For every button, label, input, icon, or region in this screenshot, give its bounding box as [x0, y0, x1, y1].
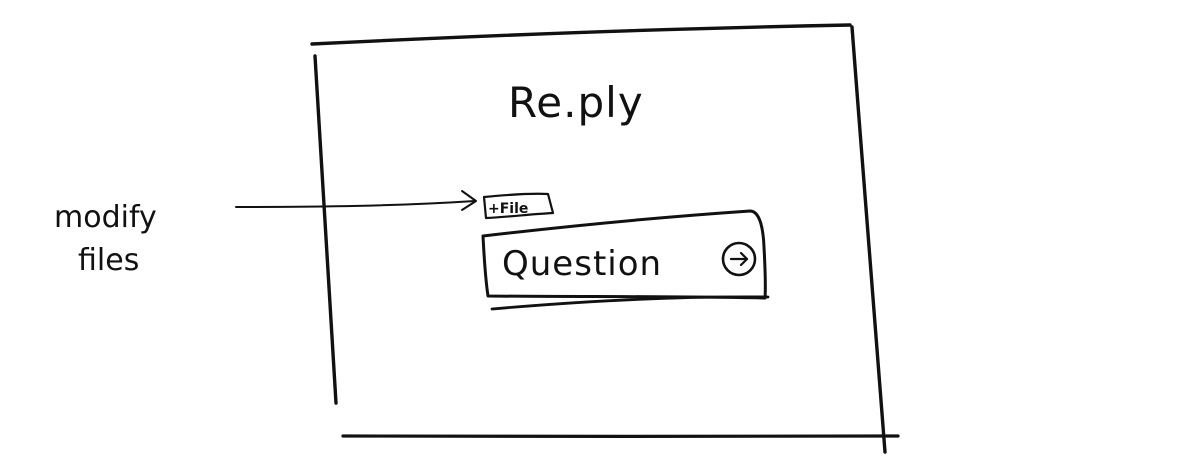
dialog-title: Re.ply: [508, 78, 644, 127]
submit-arrow-head: [739, 251, 749, 267]
file-button-border: [482, 192, 555, 220]
dialog-top-border: [310, 23, 852, 46]
question-input-placeholder: Question: [502, 244, 662, 284]
file-button-label: +File: [488, 201, 528, 217]
annotation-line-1: modify: [54, 200, 157, 235]
annotation-arrow: [235, 190, 477, 211]
dialog-panel: [310, 23, 900, 454]
question-input-border: [481, 209, 767, 300]
question-input[interactable]: Question: [481, 208, 770, 314]
modify-files-annotation: modify files: [54, 200, 157, 278]
arrow-right-circle-icon: [721, 241, 757, 277]
file-button[interactable]: +File: [480, 191, 556, 220]
submit-button[interactable]: [720, 240, 758, 278]
arrow-head-icon: [461, 190, 477, 211]
dialog-left-border: [313, 54, 338, 405]
dialog-right-border: [850, 25, 887, 454]
question-input-shadow: [490, 295, 770, 311]
annotation-line-2: files: [78, 243, 139, 278]
arrow-line: [235, 200, 476, 208]
